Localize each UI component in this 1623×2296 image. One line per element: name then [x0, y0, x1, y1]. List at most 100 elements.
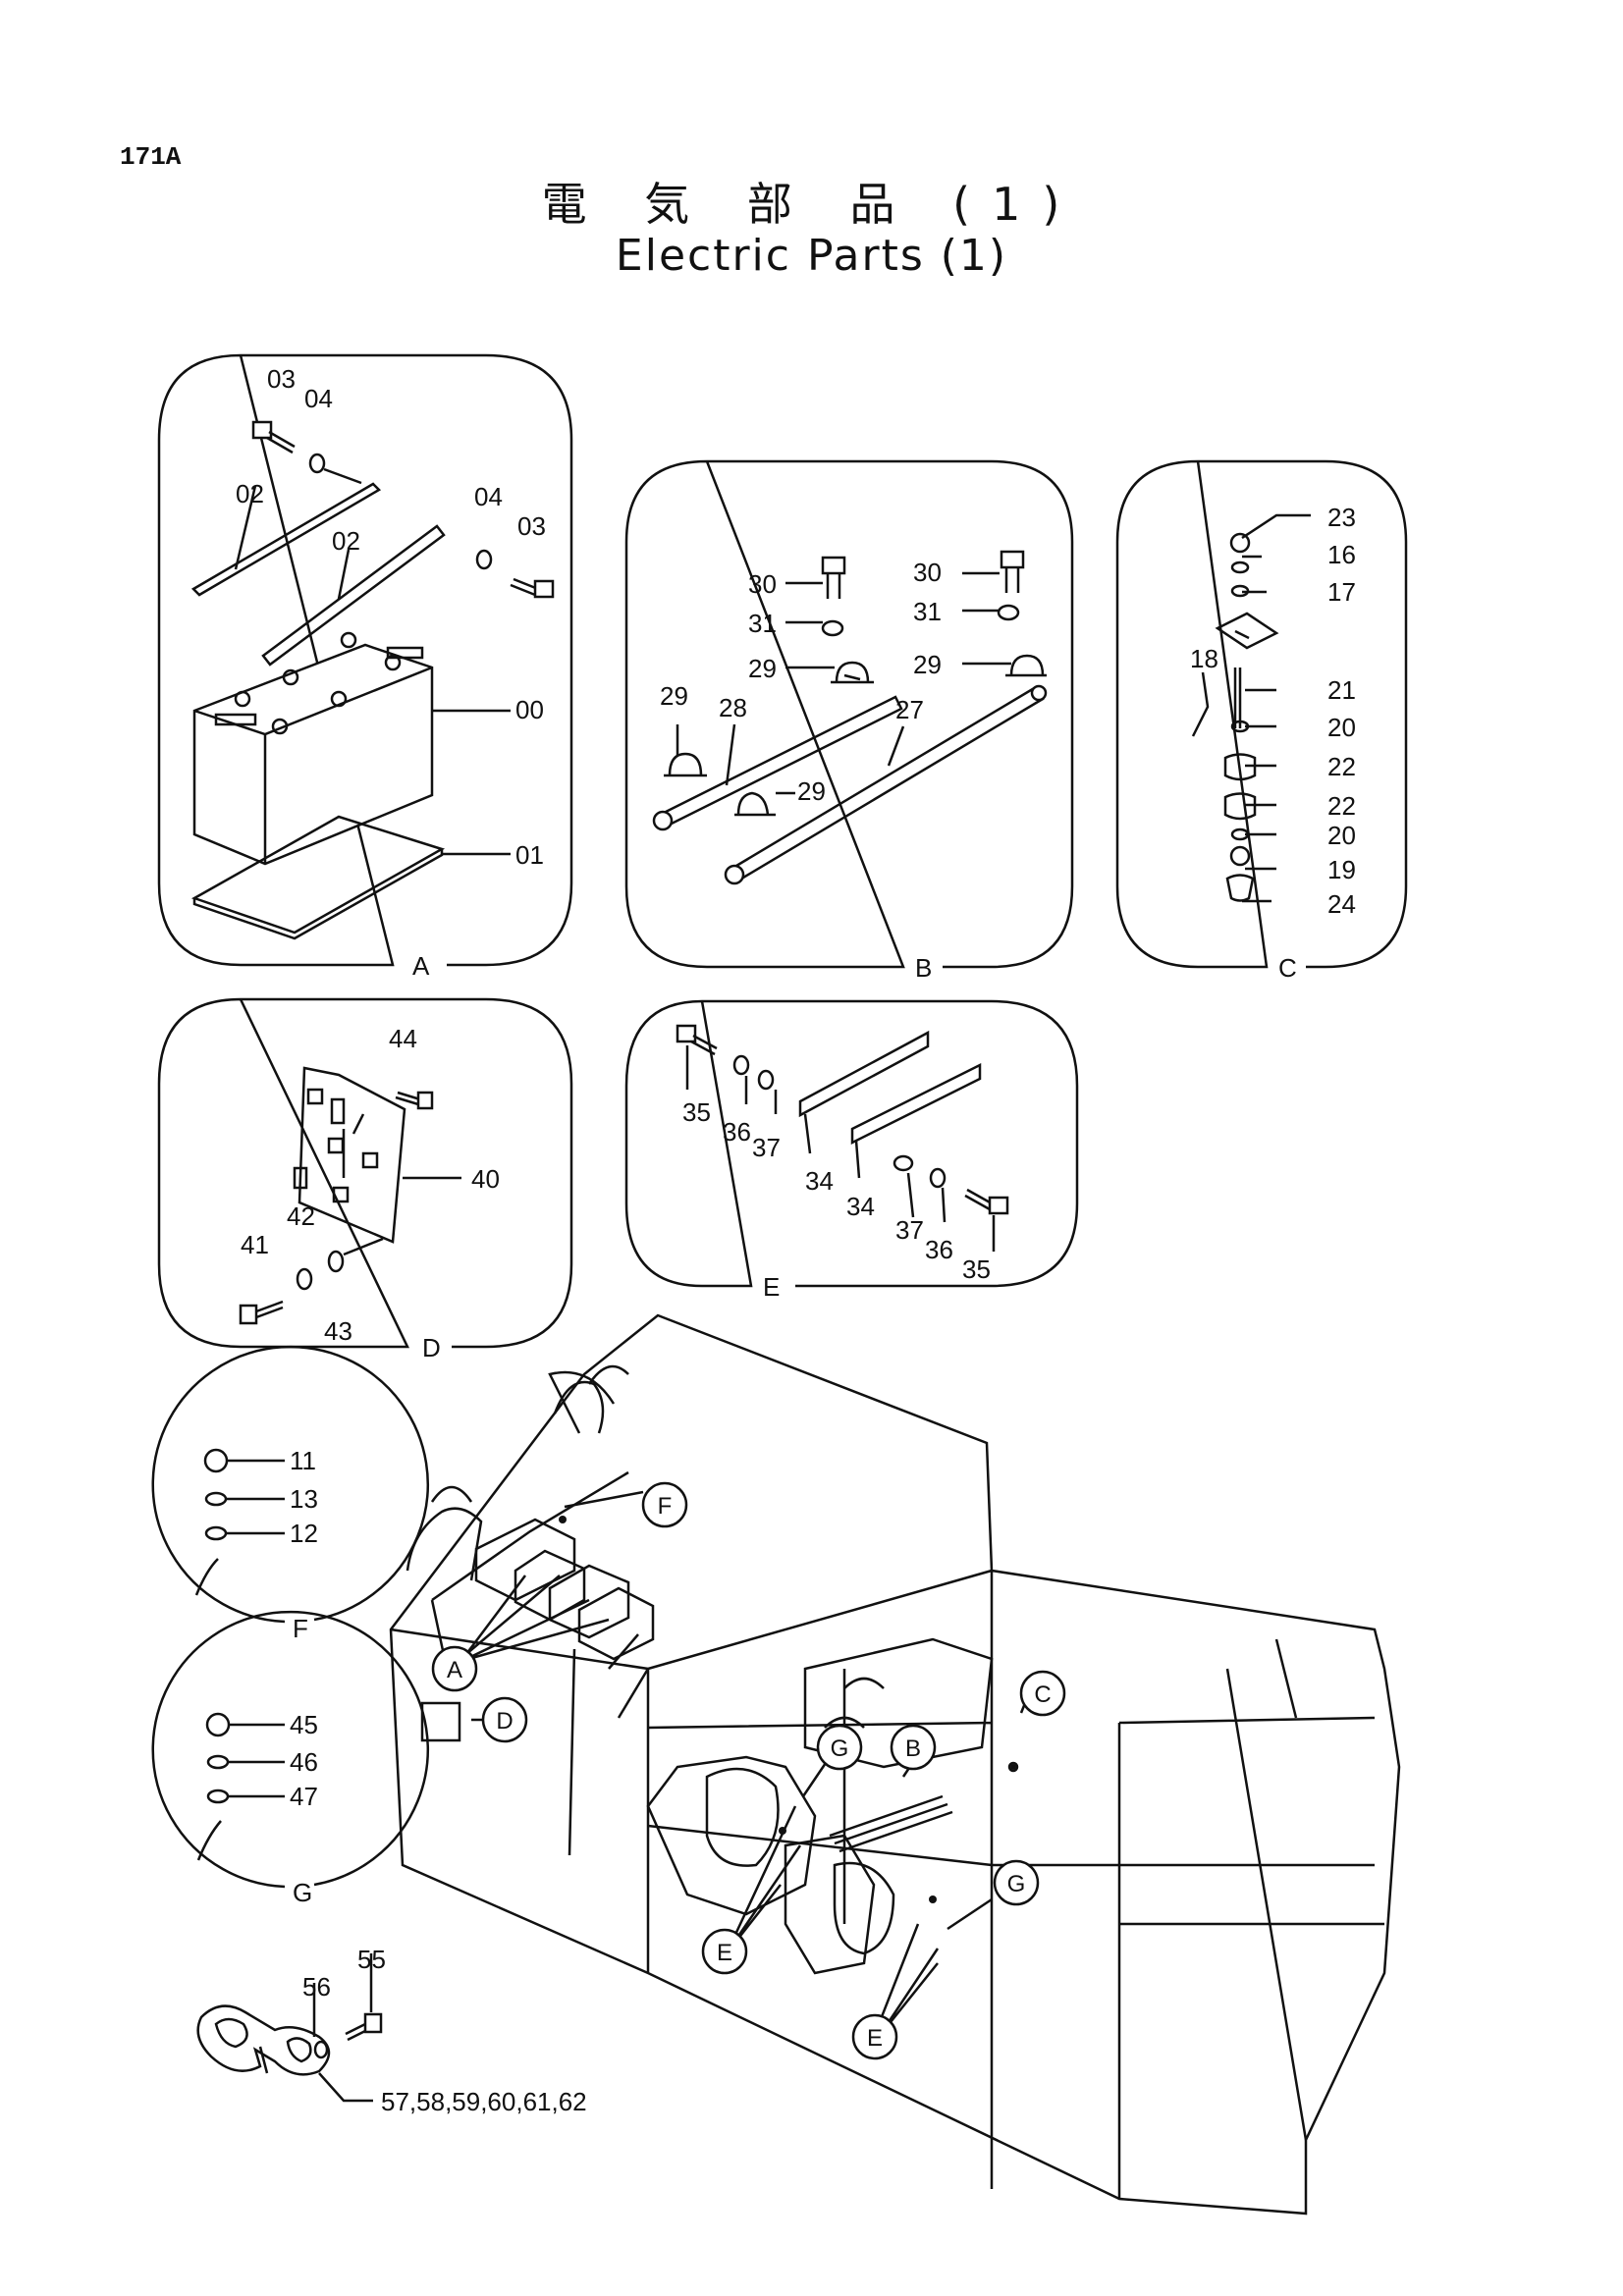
callout: 37 [895, 1215, 924, 1245]
screw-icon [395, 1091, 434, 1110]
bracket-icon [1215, 612, 1279, 650]
lock-washer-icon [204, 1491, 228, 1507]
panel-label: F [293, 1614, 308, 1643]
callout: 34 [846, 1192, 875, 1221]
callout: 01 [515, 840, 544, 870]
callout: 55 [357, 1945, 386, 1974]
panel-label: C [1278, 953, 1297, 983]
panel-label: D [422, 1333, 441, 1362]
panel-label: A [412, 951, 430, 981]
marker-b [890, 1724, 937, 1771]
marker-d [481, 1696, 528, 1743]
plate-bar-icon [850, 1062, 982, 1146]
washer-icon [1230, 584, 1250, 598]
marker-g [993, 1859, 1040, 1906]
marker-f [641, 1481, 688, 1528]
callout: 04 [304, 384, 333, 413]
callout: 29 [913, 650, 942, 679]
callout: 36 [925, 1235, 953, 1264]
lock-washer-icon [997, 604, 1020, 621]
callout: 23 [1327, 503, 1356, 532]
marker-label: G [1007, 1871, 1026, 1897]
marker-a [431, 1645, 478, 1692]
stud-icon [1233, 667, 1242, 728]
marker-label: G [831, 1735, 849, 1762]
machine-overview [389, 1313, 1401, 2216]
callout: 37 [752, 1133, 781, 1162]
callout: 18 [1190, 644, 1218, 673]
panel-d [157, 997, 573, 1349]
callout: 43 [324, 1316, 352, 1346]
nut-icon [1229, 532, 1251, 554]
callout: 44 [389, 1024, 417, 1053]
callout: 36 [723, 1117, 751, 1147]
marker-label: E [867, 2025, 883, 2052]
callout: 03 [267, 364, 296, 394]
callout: 22 [1327, 752, 1356, 781]
callout: 02 [332, 526, 360, 556]
clamp-icon [664, 752, 707, 777]
hold-down-bar-icon [261, 524, 446, 667]
panel-label: G [293, 1878, 312, 1907]
panel-label: E [763, 1272, 780, 1302]
callout: 31 [913, 597, 942, 626]
control-board-icon [298, 1066, 406, 1244]
callout: 42 [287, 1201, 315, 1231]
callout: 31 [748, 609, 777, 638]
callout: 29 [797, 776, 826, 806]
marker-e [701, 1928, 748, 1975]
lock-washer-icon [821, 619, 844, 637]
mount-icon [1223, 792, 1257, 821]
panel-c [1115, 459, 1408, 969]
lock-washer-icon [732, 1054, 750, 1076]
marker-label: A [447, 1657, 462, 1683]
marker-label: C [1034, 1682, 1051, 1708]
washer-icon [893, 1154, 914, 1172]
terminal-wire-icon [196, 1820, 222, 1861]
callout: 28 [719, 693, 747, 722]
lock-washer-icon [929, 1167, 947, 1189]
washer-icon [206, 1789, 230, 1804]
lock-washer-icon [206, 1754, 230, 1770]
hold-down-bar-icon [190, 482, 382, 597]
battery-icon [192, 631, 434, 866]
callout: 35 [962, 1255, 991, 1284]
marker-label: B [905, 1735, 921, 1762]
marker-e [851, 2013, 898, 2060]
callout: 22 [1327, 791, 1356, 821]
panel-label: B [915, 953, 932, 983]
callout: 02 [236, 479, 264, 508]
title-japanese: 電 気 部 品 (1) [541, 178, 1082, 231]
lock-washer-icon [313, 2040, 329, 2059]
battery-group-icon [474, 1518, 655, 1661]
marker-label: D [496, 1708, 513, 1735]
clamp-icon [1005, 654, 1047, 677]
callout: 34 [805, 1166, 834, 1196]
bolt-icon [821, 556, 846, 599]
panel-g [151, 1610, 429, 1889]
rod-icon [658, 695, 903, 828]
callout: 30 [748, 569, 777, 599]
marker-label: F [658, 1493, 673, 1520]
nut-icon [205, 1712, 231, 1737]
nut-icon [1229, 845, 1251, 867]
callout: 16 [1327, 540, 1356, 569]
location-markers [431, 1481, 1066, 2060]
callout: 27 [895, 695, 924, 724]
callout: 04 [474, 482, 503, 511]
clamp-icon [734, 791, 776, 817]
panel-a [157, 353, 573, 967]
callout: 41 [241, 1230, 269, 1259]
bolt-icon [251, 420, 296, 454]
mount-icon [1223, 753, 1257, 781]
callout: 56 [302, 1972, 331, 2002]
plate-bar-icon [798, 1030, 930, 1118]
clamp-icon [831, 661, 874, 684]
page-number: 171A [120, 142, 182, 172]
hose-clamp-icon [196, 2004, 331, 2076]
marker-g [816, 1724, 863, 1771]
callout: 20 [1327, 713, 1356, 742]
washer-icon [475, 549, 493, 570]
callout: 03 [517, 511, 546, 541]
collar-icon [1225, 874, 1255, 902]
